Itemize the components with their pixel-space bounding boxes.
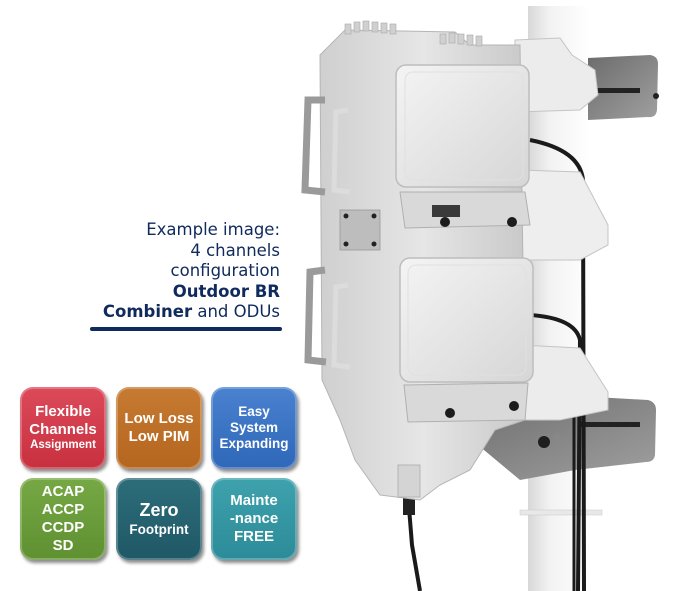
lower-handle bbox=[304, 266, 327, 366]
tile-text: Low Loss bbox=[124, 410, 194, 427]
tile-text: System bbox=[229, 419, 279, 435]
odu-lower bbox=[399, 257, 534, 383]
top-bracket bbox=[588, 55, 658, 120]
feature-tile-acap: ACAP ACCP CCDP SD bbox=[20, 478, 106, 560]
tile-text: CCDP bbox=[41, 519, 85, 536]
tile-text: Expanding bbox=[219, 436, 289, 452]
tile-text: Easy bbox=[238, 403, 270, 419]
combiner-photo bbox=[301, 6, 659, 591]
caption-line-5-bold: Combiner bbox=[102, 302, 193, 321]
caption-line-1: Example image: bbox=[146, 220, 280, 239]
tile-text: Zero bbox=[139, 500, 179, 521]
tile-text: Flexible bbox=[35, 403, 91, 421]
middle-mount-plate bbox=[519, 169, 609, 261]
tile-text: Footprint bbox=[129, 521, 189, 537]
feature-tile-flexible-channels: Flexible Channels Assignment bbox=[20, 387, 106, 469]
caption-line-4: Outdoor BR bbox=[172, 281, 280, 301]
tile-text: Assignment bbox=[30, 439, 96, 452]
tile-text: ACAP bbox=[41, 483, 85, 500]
caption-line-2: 4 channels bbox=[190, 240, 280, 260]
caption-underline bbox=[90, 327, 282, 331]
tile-text: SD bbox=[52, 537, 74, 554]
tile-text: Mainte bbox=[230, 492, 278, 509]
bottom-connector bbox=[397, 464, 421, 498]
feature-tile-zero-footprint: Zero Footprint bbox=[116, 478, 202, 560]
example-caption: Example image: 4 channels configuration … bbox=[20, 220, 280, 323]
caption-line-5-rest: and ODUs bbox=[192, 302, 280, 321]
odu-upper bbox=[395, 64, 530, 188]
tile-text: Channels bbox=[29, 421, 97, 439]
tile-text: FREE bbox=[233, 528, 274, 545]
upper-handle bbox=[301, 96, 326, 196]
feature-tile-low-loss: Low Loss Low PIM bbox=[116, 387, 202, 469]
tile-text: -nance bbox=[229, 510, 279, 527]
tile-text: ACCP bbox=[41, 501, 85, 518]
caption-line-3: configuration bbox=[170, 261, 280, 280]
tile-text: Low PIM bbox=[128, 428, 190, 445]
feature-tile-maintenance-free: Mainte -nance FREE bbox=[211, 478, 297, 560]
feature-tile-easy-expanding: Easy System Expanding bbox=[211, 387, 297, 469]
